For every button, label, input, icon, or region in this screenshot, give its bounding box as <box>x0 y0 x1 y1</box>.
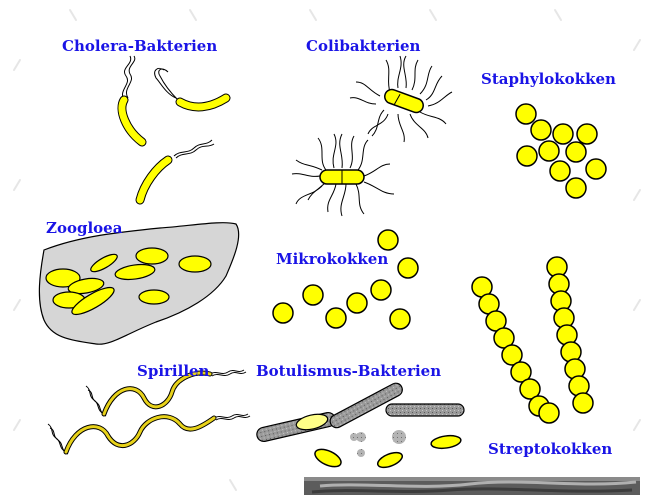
staphylococci <box>516 104 606 198</box>
free-spore <box>350 433 358 441</box>
botulism-label: Botulismus-Bakterien <box>256 362 441 380</box>
spirilla <box>48 370 250 454</box>
coccus <box>303 285 323 305</box>
coccus <box>550 161 570 181</box>
coccus <box>347 293 367 313</box>
coccus <box>273 303 293 323</box>
spore <box>376 450 405 471</box>
botulism-bacteria <box>255 381 464 471</box>
coccus <box>371 280 391 300</box>
free-spore <box>392 430 406 444</box>
coccus <box>531 120 551 140</box>
free-spore <box>357 449 365 457</box>
streptococci <box>472 257 593 423</box>
coccus <box>586 159 606 179</box>
spore <box>430 434 461 450</box>
clostridium-rod <box>386 404 464 416</box>
coccus <box>326 308 346 328</box>
coccus <box>566 178 586 198</box>
coccus <box>378 230 398 250</box>
coccus <box>566 142 586 162</box>
coli-label: Colibakterien <box>306 37 420 55</box>
coccus <box>517 146 537 166</box>
zoogloea-label: Zoogloea <box>46 219 122 237</box>
coccus <box>516 104 536 124</box>
cholera-bacteria <box>122 56 226 200</box>
coli-cell <box>383 88 425 115</box>
spore <box>295 412 329 433</box>
zoogloea-cell <box>136 248 168 264</box>
coccus <box>577 124 597 144</box>
staphylococci-label: Staphylokokken <box>481 70 616 88</box>
coccus <box>539 403 559 423</box>
coccus <box>390 309 410 329</box>
micrograph-photo <box>304 477 640 495</box>
coli-bacteria <box>292 56 452 216</box>
zoogloea <box>39 223 238 345</box>
cholera-label: Cholera-Bakterien <box>62 37 217 55</box>
coccus <box>573 393 593 413</box>
zoogloea-cell <box>179 256 211 272</box>
coccus <box>398 258 418 278</box>
spirilla-label: Spirillen <box>137 362 209 380</box>
spore <box>312 446 343 471</box>
coccus <box>553 124 573 144</box>
zoogloea-cell <box>139 290 169 304</box>
streptococci-label: Streptokokken <box>488 440 612 458</box>
micrococci <box>273 230 418 329</box>
micrococci-label: Mikrokokken <box>276 250 388 268</box>
coccus <box>539 141 559 161</box>
